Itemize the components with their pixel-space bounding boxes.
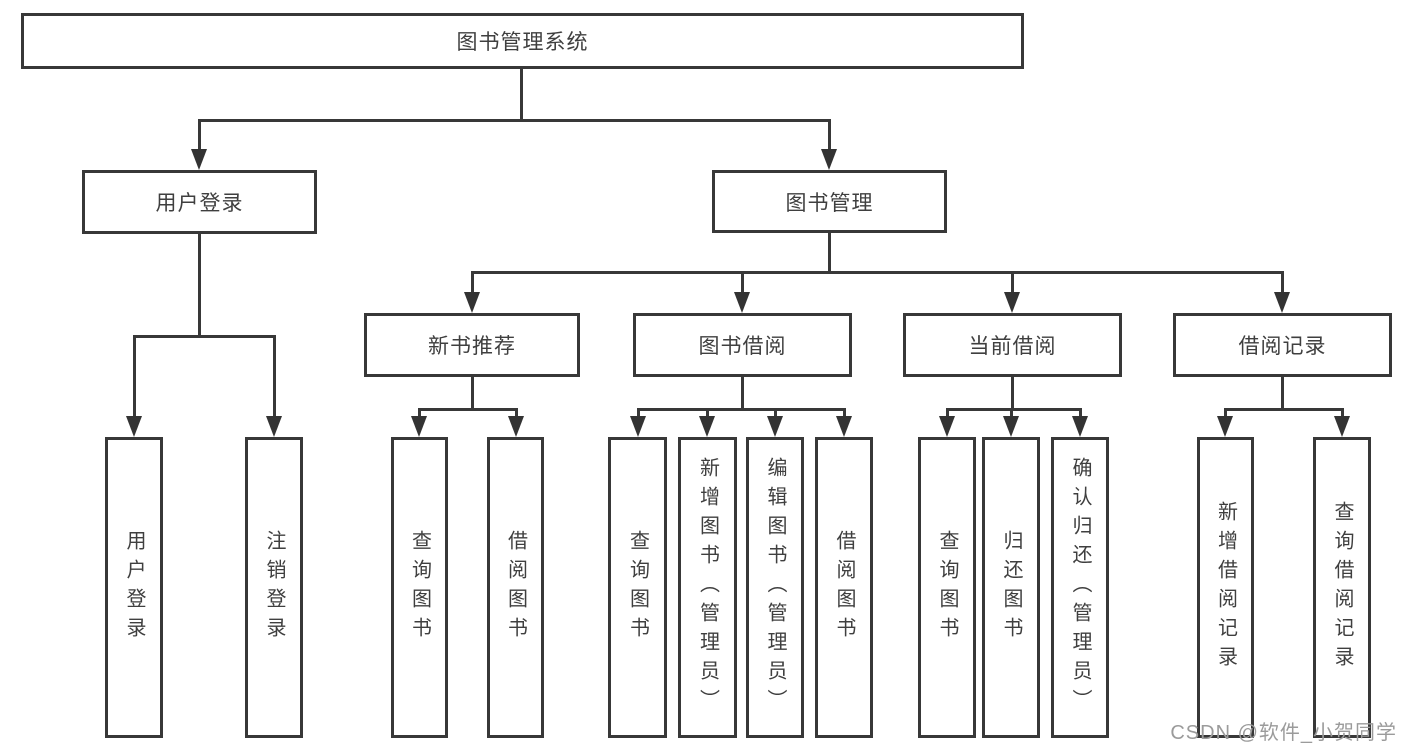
connector-line	[132, 336, 136, 417]
arrow-down-icon	[508, 416, 524, 437]
connector-line	[1280, 377, 1284, 409]
connector-line	[197, 120, 201, 150]
node-label: 查询图书	[626, 529, 649, 646]
node-label: 查询借阅记录	[1331, 500, 1353, 675]
node-label: 借阅图书	[504, 529, 527, 646]
connector-line	[417, 409, 421, 417]
connector-line	[417, 407, 518, 411]
node-label: 新增图书（管理员）	[696, 457, 719, 718]
node-confirm-return-admin: 确认归还（管理员）	[1051, 437, 1109, 738]
arrow-down-icon	[1274, 292, 1290, 313]
node-label: 图书借阅	[698, 335, 787, 358]
arrow-down-icon	[126, 416, 142, 437]
node-label: 图书管理系统	[456, 31, 589, 54]
node-label: 新书推荐	[428, 335, 516, 358]
connector-line	[1010, 377, 1014, 409]
node-borrow-records: 借阅记录	[1173, 313, 1392, 377]
arrow-down-icon	[699, 416, 715, 437]
node-label: 确认归还（管理员）	[1069, 457, 1091, 718]
connector-line	[827, 233, 831, 272]
csdn-watermark: CSDN @软件_小贺同学	[1170, 722, 1397, 744]
connector-line	[470, 377, 474, 409]
node-label: 当前借阅	[968, 335, 1057, 358]
node-label: 新增借阅记录	[1214, 500, 1237, 675]
connector-line	[773, 409, 777, 417]
connector-line	[272, 336, 276, 417]
arrow-down-icon	[767, 416, 783, 437]
node-book-borrow: 图书借阅	[633, 313, 852, 377]
connector-line	[132, 334, 276, 338]
connector-line	[1009, 409, 1013, 417]
connector-line	[636, 407, 846, 411]
node-label: 借阅记录	[1238, 335, 1327, 358]
arrow-down-icon	[1072, 416, 1088, 437]
node-edit-books-admin: 编辑图书（管理员）	[746, 437, 804, 738]
connector-line	[945, 409, 949, 417]
node-label: 编辑图书（管理员）	[764, 457, 786, 718]
connector-line	[1078, 409, 1082, 417]
connector-line	[705, 409, 709, 417]
node-borrow-books: 借阅图书	[815, 437, 873, 738]
node-label: 图书管理	[785, 191, 874, 215]
node-query-books-borrow: 查询图书	[608, 437, 667, 738]
arrow-down-icon	[939, 416, 955, 437]
arrow-down-icon	[1004, 292, 1020, 313]
node-label: 用户登录	[123, 529, 145, 646]
connector-line	[827, 120, 831, 150]
connector-line	[197, 234, 201, 336]
arrow-down-icon	[266, 416, 282, 437]
node-user-login: 用户登录	[82, 170, 317, 234]
arrow-down-icon	[1217, 416, 1233, 437]
node-book-management: 图书管理	[712, 170, 947, 233]
node-return-books: 归还图书	[982, 437, 1040, 738]
connector-line	[740, 272, 744, 293]
connector-line	[1010, 272, 1014, 293]
arrow-down-icon	[1003, 416, 1019, 437]
connector-line	[519, 69, 523, 120]
node-new-book-recommend: 新书推荐	[364, 313, 580, 377]
node-logout: 注销登录	[245, 437, 303, 738]
node-borrow-books-recommend: 借阅图书	[487, 437, 544, 738]
arrow-down-icon	[836, 416, 852, 437]
connector-line	[514, 409, 518, 417]
node-label: 借阅图书	[833, 529, 855, 646]
node-current-borrow: 当前借阅	[903, 313, 1122, 377]
arrow-down-icon	[630, 416, 646, 437]
node-add-borrow-record: 新增借阅记录	[1197, 437, 1254, 738]
arrow-down-icon	[191, 149, 207, 170]
arrow-down-icon	[464, 292, 480, 313]
node-label: 查询图书	[408, 529, 431, 646]
node-query-books-current: 查询图书	[918, 437, 976, 738]
connector-line	[1280, 272, 1284, 293]
arrow-down-icon	[734, 292, 750, 313]
arrow-down-icon	[1334, 416, 1350, 437]
node-label: 注销登录	[263, 529, 285, 646]
node-query-books-recommend: 查询图书	[391, 437, 448, 738]
connector-line	[636, 409, 640, 417]
node-root: 图书管理系统	[21, 13, 1024, 69]
connector-line	[197, 118, 831, 122]
node-label: 用户登录	[155, 192, 244, 215]
connector-line	[1223, 407, 1344, 411]
arrow-down-icon	[411, 416, 427, 437]
arrow-down-icon	[821, 149, 837, 170]
connector-line	[740, 377, 744, 409]
connector-line	[945, 407, 1082, 411]
connector-line	[1340, 409, 1344, 417]
connector-line	[470, 272, 474, 293]
connector-line	[1223, 409, 1227, 417]
node-user-login-action: 用户登录	[105, 437, 163, 738]
node-label: 查询图书	[936, 529, 958, 646]
node-label: 归还图书	[1000, 529, 1022, 646]
connector-line	[470, 270, 1284, 274]
connector-line	[842, 409, 846, 417]
node-query-borrow-record: 查询借阅记录	[1313, 437, 1371, 738]
node-add-books-admin: 新增图书（管理员）	[678, 437, 737, 738]
